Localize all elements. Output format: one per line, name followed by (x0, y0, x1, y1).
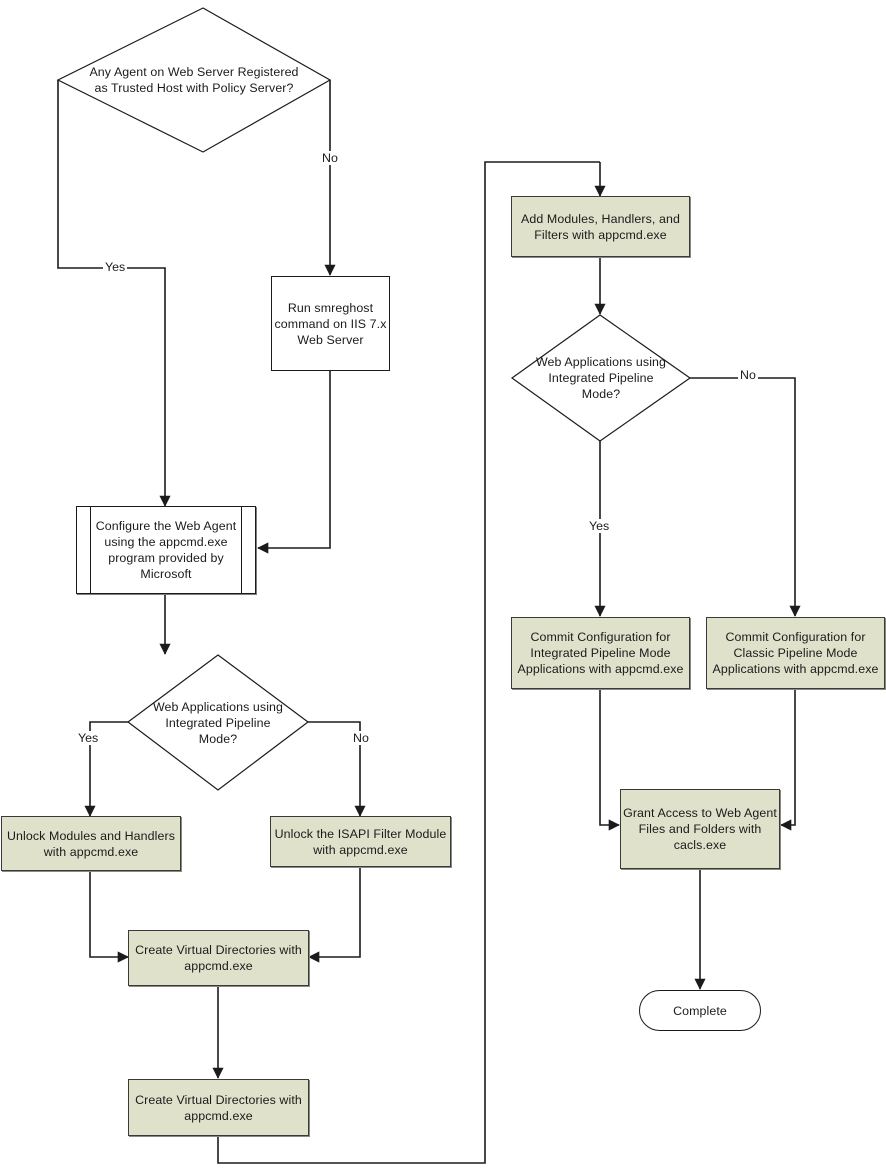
process-add-modules-handlers-filters-label: Add Modules, Handlers, and Filters with … (521, 211, 680, 242)
process-create-virtual-directories-2[interactable]: Create Virtual Directories with appcmd.e… (128, 1079, 309, 1136)
process-configure-web-agent-label: Configure the Web Agent using the appcmd… (95, 519, 237, 581)
process-commit-integrated-label: Commit Configuration for Integrated Pipe… (517, 630, 684, 676)
decision-pipeline-right-label: Web Applications using Integrated Pipeli… (535, 355, 667, 401)
edge-unlock-isapi-to-createvd1 (315, 867, 361, 958)
terminator-complete-label: Complete (673, 1003, 727, 1018)
process-commit-integrated[interactable]: Commit Configuration for Integrated Pipe… (511, 617, 690, 689)
decision-pipeline-left[interactable]: Web Applications using Integrated Pipeli… (128, 655, 308, 790)
decision-pipeline-right[interactable]: Web Applications using Integrated Pipeli… (512, 315, 690, 441)
edge-pipeline-left-yes (89, 721, 128, 810)
edge-smreghost-to-configure (264, 371, 331, 549)
process-create-virtual-directories-1[interactable]: Create Virtual Directories with appcmd.e… (128, 930, 309, 986)
decision-trusted-host-shape (56, 7, 332, 153)
edge-label-pipeline-left-yes: Yes (76, 731, 101, 745)
edge-label-pipeline-left-no: No (351, 731, 371, 745)
process-grant-access[interactable]: Grant Access to Web Agent Files and Fold… (620, 789, 780, 869)
decision-trusted-host[interactable]: Any Agent on Web Server Registered as Tr… (58, 8, 330, 152)
edge-label-pipeline-right-no: No (738, 368, 758, 382)
edge-commit-classic-to-grant (787, 689, 796, 826)
edge-label-trusted-host-yes: Yes (103, 260, 128, 274)
edge-label-pipeline-right-yes: Yes (587, 519, 612, 533)
edge-commit-integrated-to-grant (599, 689, 613, 826)
edge-pipeline-left-no (308, 721, 361, 810)
edge-label-trusted-host-no: No (320, 151, 340, 165)
edge-createvd2-to-addmodules (217, 161, 600, 1164)
process-run-smreghost[interactable]: Run smreghost command on IIS 7.x Web Ser… (271, 276, 390, 371)
process-commit-classic[interactable]: Commit Configuration for Classic Pipelin… (706, 617, 885, 689)
process-grant-access-label: Grant Access to Web Agent Files and Fold… (623, 806, 777, 852)
process-run-smreghost-label: Run smreghost command on IIS 7.x Web Ser… (274, 300, 387, 347)
process-commit-classic-label: Commit Configuration for Classic Pipelin… (712, 630, 879, 676)
process-configure-web-agent[interactable]: Configure the Web Agent using the appcmd… (76, 506, 256, 594)
decision-pipeline-left-shape (126, 654, 310, 791)
edge-unlock-modules-to-createvd1 (89, 871, 122, 958)
process-add-modules-handlers-filters[interactable]: Add Modules, Handlers, and Filters with … (511, 196, 690, 257)
decision-trusted-host-label: Any Agent on Web Server Registered as Tr… (89, 65, 299, 95)
process-unlock-modules-handlers[interactable]: Unlock Modules and Handlers with appcmd.… (1, 816, 181, 871)
terminator-complete[interactable]: Complete (639, 990, 761, 1031)
process-unlock-modules-handlers-label: Unlock Modules and Handlers with appcmd.… (7, 828, 175, 859)
edge-pipeline-right-no (690, 377, 796, 610)
decision-pipeline-left-label: Web Applications using Integrated Pipeli… (152, 699, 284, 746)
process-unlock-isapi-filter[interactable]: Unlock the ISAPI Filter Module with appc… (270, 816, 451, 867)
process-create-virtual-directories-2-label: Create Virtual Directories with appcmd.e… (135, 1092, 302, 1123)
process-create-virtual-directories-1-label: Create Virtual Directories with appcmd.e… (135, 943, 302, 973)
process-unlock-isapi-filter-label: Unlock the ISAPI Filter Module with appc… (274, 826, 447, 857)
